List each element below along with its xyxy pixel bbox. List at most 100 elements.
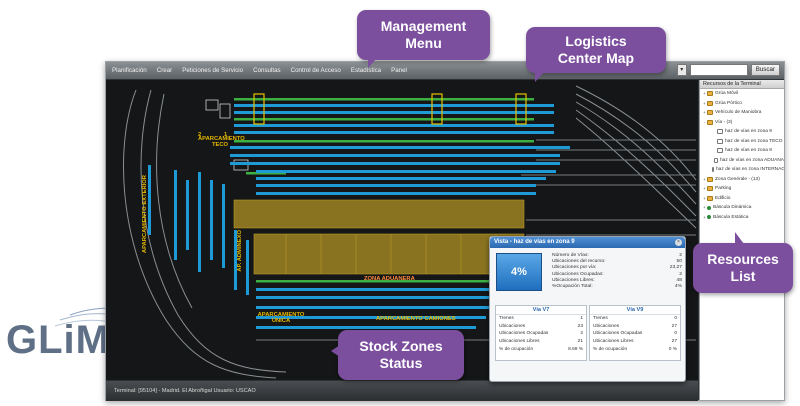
app-window: Planificación Crear Peticiones de Servic… [105, 61, 785, 401]
map-drawing [123, 85, 697, 379]
menu-item-consultas[interactable]: Consultas [253, 67, 281, 74]
management-menu-bar: Planificación Crear Peticiones de Servic… [106, 62, 784, 79]
occupancy-percent-box: 4% [496, 253, 542, 291]
menu-item-panel[interactable]: Panel [391, 67, 407, 74]
tree-expand-toggle[interactable]: + [703, 176, 706, 182]
tree-expand-toggle[interactable]: + [703, 214, 706, 220]
folder-icon [707, 91, 713, 97]
menu-item-planificacion[interactable]: Planificación [112, 67, 147, 74]
via-row-value: 27 [671, 323, 677, 329]
resource-label: haz de vías en zona 9 [725, 129, 772, 135]
resources-tree: + Grúa Móvil + Grúa Pórtico + Vehículo de Man… [700, 89, 784, 222]
via-row-label: Ubicaciones Libres [593, 339, 634, 345]
via-row-value: 2 [580, 331, 583, 337]
resource-tree-item[interactable]: +Parking [700, 184, 784, 194]
via-row: Trenes 1 [496, 315, 586, 323]
stat-value: 48 [676, 277, 682, 283]
resources-header: Recursos de la Terminal [700, 80, 784, 89]
status-dot-icon [707, 215, 711, 220]
tree-expand-toggle[interactable]: + [703, 195, 706, 201]
resource-tree-item[interactable]: + Zona Genérale - (13) [700, 175, 784, 185]
resource-tree-item[interactable]: + Edificio [700, 194, 784, 204]
callout-stock-zones: Stock Zones Status [338, 330, 464, 380]
stat-label: Ubicaciones del recurso: [552, 259, 606, 265]
tree-expand-toggle[interactable]: + [703, 100, 706, 106]
folder-icon [707, 119, 713, 125]
close-icon[interactable]: × [675, 239, 682, 246]
folder-icon [707, 110, 713, 116]
stat-label: %Ocupación Total: [552, 283, 593, 289]
resource-tree-item[interactable]: -Vía - (3) [700, 118, 784, 128]
tree-expand-toggle[interactable]: + [703, 91, 706, 97]
resource-label: Grúa Móvil [715, 91, 739, 97]
via-row-label: Ubicaciones [499, 323, 526, 329]
callout-text: Stock Zones Status [359, 338, 443, 371]
callout-logistics-map: Logistics Center Map [526, 27, 666, 73]
callout-resources-list: Resources List [693, 243, 793, 293]
search-input[interactable] [689, 64, 748, 76]
zone-stats: Número de Vías:2 Ubicaciones del recurso… [552, 253, 682, 290]
menu-item-crear[interactable]: Crear [156, 67, 173, 74]
status-dot-icon [707, 205, 711, 210]
resource-tree-item[interactable]: + Báscula Estática [700, 213, 784, 223]
zone-status-popup: Vista - haz de vías en zona 9 × 4% Númer… [489, 236, 686, 382]
callout-management-menu: Management Menu [357, 10, 490, 60]
label-aparcamiento-teco: APARCAMIENTO TECO [198, 136, 245, 148]
resource-label: haz de vías en zona 8 [725, 148, 772, 154]
label-zona-aduanera: ZONA ADUANERA [364, 276, 415, 282]
folder-icon [707, 186, 713, 192]
status-bar: Terminal: [95104] - Madrid. El Abroñigal… [106, 381, 698, 401]
resource-tree-item[interactable]: + Grúa Móvil [700, 89, 784, 99]
stat-row: %Ocupación Total: 4% [552, 284, 682, 290]
stat-value: 4% [674, 283, 682, 289]
label-aparcamiento-exterior: APARCAMIENTO EXTERIOR [142, 175, 148, 254]
tree-expand-toggle[interactable]: + [703, 110, 706, 116]
stat-value: 50 [676, 259, 682, 265]
resource-label: Edificio [715, 195, 731, 201]
menu-item-peticiones[interactable]: Peticiones de Servicio [182, 67, 244, 74]
callout-text: Management Menu [380, 18, 467, 51]
resource-tree-item[interactable]: haz de vías en zona 9 [700, 127, 784, 137]
resource-tree-item[interactable]: haz de vías en zona INTERNACION [700, 165, 784, 175]
tree-expand-toggle[interactable]: + [703, 205, 706, 211]
resource-label: Zona Genérale - (13) [715, 176, 760, 182]
resource-label: Báscula Estática [713, 214, 749, 220]
resource-tree-item[interactable]: +Báscula Dinámica [700, 203, 784, 213]
resource-tree-item[interactable]: haz de vías en zona ADUANA [700, 156, 784, 166]
via-row-value: 8.69 % [568, 346, 583, 352]
stat-row: Ubicaciones Ocupadas:2 [552, 272, 682, 278]
tree-expand-toggle[interactable]: + [703, 186, 706, 192]
via-row-value: 0 [674, 331, 677, 337]
stat-row: Número de Vías:2 [552, 253, 682, 259]
resource-label: Grúa Pórtico [715, 100, 742, 106]
resource-tree-item[interactable]: haz de vías en zona 8 [700, 146, 784, 156]
resource-tree-item[interactable]: + Vehículo de Maniobra [700, 108, 784, 118]
stat-row: Ubicaciones Libres:48 [552, 278, 682, 284]
resource-tree-item[interactable]: + Grúa Pórtico [700, 99, 784, 109]
via-title: Vía V7 [496, 306, 586, 315]
via-row-value: 1 [580, 316, 583, 322]
tree-expand-toggle[interactable]: - [703, 119, 706, 125]
menu-item-control-acceso[interactable]: Control de Acceso [290, 67, 341, 74]
folder-icon [707, 195, 713, 201]
menu-item-estadistica[interactable]: Estadística [350, 67, 382, 74]
map-number-1: 1 [224, 132, 228, 138]
search-dropdown[interactable]: ▾ [676, 64, 687, 76]
resource-tree-item[interactable]: haz de vías en zona TECO [700, 137, 784, 147]
search-button[interactable]: Buscar [750, 64, 780, 76]
via-row-label: % de ocupación [499, 346, 534, 352]
via-row-label: Trenes [499, 316, 514, 322]
search-area: ▾ Buscar [676, 64, 780, 76]
callout-tail [535, 72, 544, 82]
folder-icon [707, 100, 713, 106]
resource-label: Vehículo de Maniobra [715, 110, 762, 116]
stat-row: Ubicaciones del recurso: 50 [552, 259, 682, 265]
